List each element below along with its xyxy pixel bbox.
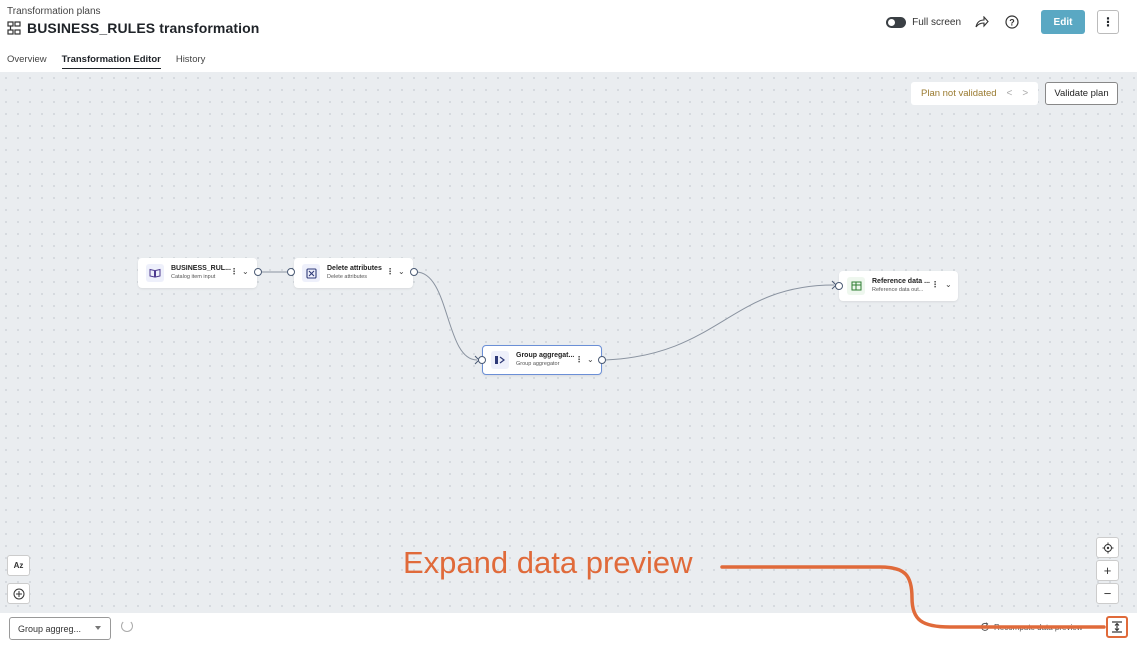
delete-attributes-icon: [302, 264, 320, 282]
crosshair-icon: [1102, 542, 1113, 553]
node-menu-icon[interactable]: ⋮: [230, 267, 238, 276]
node-name: Delete attributes: [327, 265, 382, 272]
validation-status-text: Plan not validated: [921, 88, 997, 99]
node-name: BUSINESS_RUL...: [171, 265, 231, 272]
edge-delete-to-group: [415, 271, 478, 361]
breadcrumb[interactable]: Transformation plans: [7, 6, 101, 17]
output-port[interactable]: [254, 268, 262, 276]
more-options-button[interactable]: ⋮: [1097, 10, 1119, 34]
center-view-button[interactable]: [1096, 537, 1119, 558]
toggle-switch-icon[interactable]: [886, 16, 907, 28]
node-group-aggregator[interactable]: Group aggregat... Group aggregator ⋮ ⌄: [482, 345, 602, 375]
annotation-label: Expand data preview: [403, 545, 693, 580]
node-subtitle: Group aggregator: [516, 361, 560, 367]
svg-text:?: ?: [1009, 17, 1015, 27]
node-name: Reference data ...: [872, 278, 930, 285]
header-actions: Full screen ? Edit ⋮: [886, 10, 1119, 34]
page-title: BUSINESS_RULES transformation: [27, 20, 260, 36]
node-reference-data-output[interactable]: Reference data ... Reference data out...…: [839, 271, 958, 301]
node-catalog-item-input[interactable]: BUSINESS_RUL... Catalog item input ⋮ ⌄: [138, 258, 257, 288]
expand-vertical-icon: [1112, 621, 1122, 633]
chevron-down-icon[interactable]: ⌄: [945, 280, 952, 289]
book-icon: [146, 264, 164, 282]
chevron-down-icon[interactable]: ⌄: [242, 267, 249, 276]
share-icon[interactable]: [973, 13, 991, 31]
node-menu-icon[interactable]: ⋮: [386, 267, 394, 276]
validate-plan-button[interactable]: Validate plan: [1045, 82, 1118, 105]
input-port[interactable]: [478, 356, 486, 364]
node-subtitle: Reference data out...: [872, 287, 924, 293]
node-menu-icon[interactable]: ⋮: [575, 355, 583, 364]
help-icon[interactable]: ?: [1003, 13, 1021, 31]
node-subtitle: Delete attributes: [327, 274, 368, 280]
transformation-plan-icon: [7, 21, 21, 35]
add-node-button[interactable]: [7, 583, 30, 604]
edge-group-to-reference: [604, 284, 835, 361]
data-preview-bar: [0, 613, 1137, 647]
input-port[interactable]: [835, 282, 843, 290]
prev-issue-button[interactable]: <: [1006, 88, 1013, 99]
chevron-down-icon[interactable]: ⌄: [587, 355, 594, 364]
node-delete-attributes[interactable]: Delete attributes Delete attributes ⋮ ⌄: [294, 258, 413, 288]
preview-node-select[interactable]: Group aggreg...: [9, 617, 111, 640]
title-row: BUSINESS_RULES transformation: [7, 20, 259, 36]
expand-data-preview-button[interactable]: [1106, 616, 1128, 638]
loading-spinner-icon: [121, 620, 133, 632]
validation-status: Plan not validated < >: [911, 82, 1038, 105]
next-issue-button[interactable]: >: [1022, 88, 1029, 99]
editor-canvas[interactable]: [0, 72, 1137, 613]
reference-data-icon: [847, 277, 865, 295]
page-header: Transformation plans BUSINESS_RULES tran…: [0, 0, 1137, 72]
zoom-in-button[interactable]: +: [1096, 560, 1119, 581]
output-port[interactable]: [598, 356, 606, 364]
output-port[interactable]: [410, 268, 418, 276]
sort-az-button[interactable]: Az: [7, 555, 30, 576]
node-menu-icon[interactable]: ⋮: [931, 280, 939, 289]
add-circle-icon: [13, 588, 24, 599]
node-name: Group aggregat...: [516, 352, 575, 359]
chevron-down-icon[interactable]: ⌄: [398, 267, 405, 276]
node-subtitle: Catalog item input: [171, 274, 216, 280]
tab-history[interactable]: History: [175, 54, 206, 65]
fullscreen-label: Full screen: [912, 16, 961, 28]
zoom-out-button[interactable]: −: [1096, 583, 1119, 604]
fullscreen-toggle[interactable]: Full screen: [886, 16, 961, 28]
edit-button[interactable]: Edit: [1041, 10, 1085, 34]
tab-overview[interactable]: Overview: [7, 54, 47, 65]
group-aggregator-icon: [491, 351, 509, 369]
input-port[interactable]: [287, 268, 295, 276]
preview-node-select-value: Group aggreg...: [18, 623, 82, 634]
tab-transformation-editor[interactable]: Transformation Editor: [61, 54, 161, 69]
caret-down-icon: [95, 626, 101, 630]
tab-bar: Overview Transformation Editor History: [7, 54, 205, 69]
